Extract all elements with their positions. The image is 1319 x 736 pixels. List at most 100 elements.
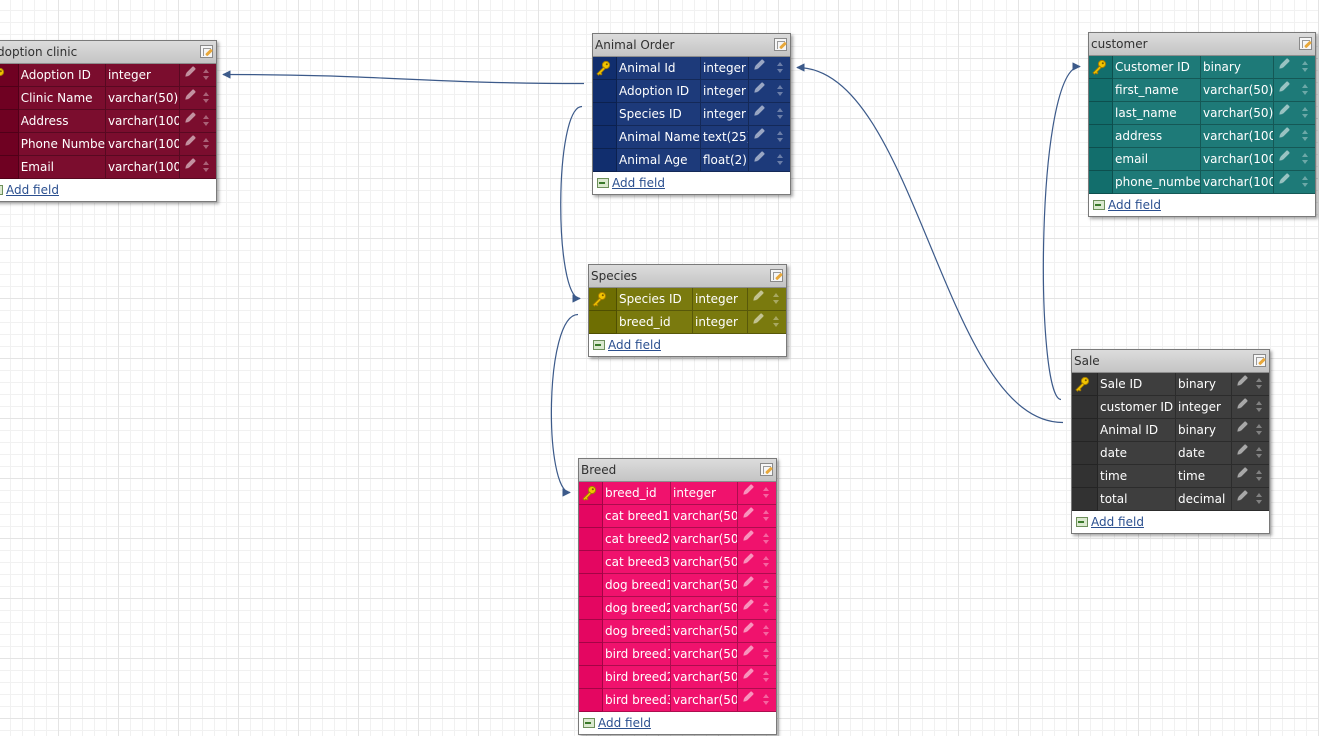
pencil-icon[interactable] xyxy=(1238,490,1248,500)
pencil-icon[interactable] xyxy=(1280,104,1290,114)
pencil-icon[interactable] xyxy=(744,599,754,609)
pencil-icon[interactable] xyxy=(744,645,754,655)
reorder-icon[interactable] xyxy=(763,510,770,522)
reorder-icon[interactable] xyxy=(1256,447,1263,459)
reorder-icon[interactable] xyxy=(763,694,770,706)
reorder-icon[interactable] xyxy=(202,138,210,150)
reorder-icon[interactable] xyxy=(1256,493,1263,505)
pencil-icon[interactable] xyxy=(1238,398,1248,408)
pencil-icon[interactable] xyxy=(744,553,754,563)
reorder-icon[interactable] xyxy=(1302,176,1309,188)
reorder-icon[interactable] xyxy=(763,648,770,660)
add-field-link[interactable]: Add field xyxy=(598,716,651,730)
pencil-icon[interactable] xyxy=(186,89,197,99)
pencil-icon[interactable] xyxy=(1238,375,1248,385)
reorder-icon[interactable] xyxy=(763,579,770,591)
reorder-icon[interactable] xyxy=(1302,153,1309,165)
reorder-icon[interactable] xyxy=(202,115,210,127)
reorder-icon[interactable] xyxy=(1256,378,1263,390)
add-field-link[interactable]: Add field xyxy=(6,183,59,197)
pencil-icon[interactable] xyxy=(744,668,754,678)
reorder-icon[interactable] xyxy=(773,293,780,305)
pencil-icon[interactable] xyxy=(186,135,197,145)
reorder-icon[interactable] xyxy=(1302,107,1309,119)
pencil-icon[interactable] xyxy=(1280,150,1290,160)
pencil-icon[interactable] xyxy=(754,290,764,300)
pencil-icon[interactable] xyxy=(744,576,754,586)
reorder-icon[interactable] xyxy=(777,154,784,166)
pencil-icon[interactable] xyxy=(186,66,197,76)
reorder-icon[interactable] xyxy=(773,316,780,328)
pencil-icon[interactable] xyxy=(744,622,754,632)
pencil-icon[interactable] xyxy=(1238,421,1248,431)
pencil-icon[interactable] xyxy=(1280,173,1290,183)
reorder-icon[interactable] xyxy=(777,108,784,120)
reorder-icon[interactable] xyxy=(763,625,770,637)
pencil-icon[interactable] xyxy=(755,128,765,138)
add-field-link[interactable]: Add field xyxy=(612,176,665,190)
pencil-icon[interactable] xyxy=(744,530,754,540)
reorder-icon[interactable] xyxy=(763,487,770,499)
add-field-link[interactable]: Add field xyxy=(608,338,661,352)
edit-table-icon[interactable] xyxy=(200,45,213,58)
reorder-icon[interactable] xyxy=(763,671,770,683)
reorder-icon[interactable] xyxy=(763,556,770,568)
pencil-icon[interactable] xyxy=(1280,81,1290,91)
reorder-icon[interactable] xyxy=(1302,130,1309,142)
reorder-icon[interactable] xyxy=(202,69,210,81)
pencil-icon[interactable] xyxy=(186,112,197,122)
reorder-icon[interactable] xyxy=(763,533,770,545)
add-field-link[interactable]: Add field xyxy=(1108,198,1161,212)
pencil-icon[interactable] xyxy=(755,151,765,161)
reorder-icon[interactable] xyxy=(202,92,210,104)
add-field-link[interactable]: Add field xyxy=(1091,515,1144,529)
reorder-icon[interactable] xyxy=(1302,84,1309,96)
reorder-icon[interactable] xyxy=(202,161,210,173)
edit-table-icon[interactable] xyxy=(1299,37,1312,50)
pencil-icon[interactable] xyxy=(1280,58,1290,68)
pencil-icon[interactable] xyxy=(744,507,754,517)
pencil-icon[interactable] xyxy=(1238,467,1248,477)
edit-table-icon[interactable] xyxy=(760,463,773,476)
reorder-icon[interactable] xyxy=(1256,424,1263,436)
edit-table-icon[interactable] xyxy=(1253,354,1266,367)
reorder-icon[interactable] xyxy=(763,602,770,614)
edit-table-icon[interactable] xyxy=(774,38,787,51)
reorder-icon[interactable] xyxy=(777,131,784,143)
reorder-icon[interactable] xyxy=(777,62,784,74)
pencil-icon[interactable] xyxy=(744,691,754,701)
pencil-icon[interactable] xyxy=(744,484,754,494)
